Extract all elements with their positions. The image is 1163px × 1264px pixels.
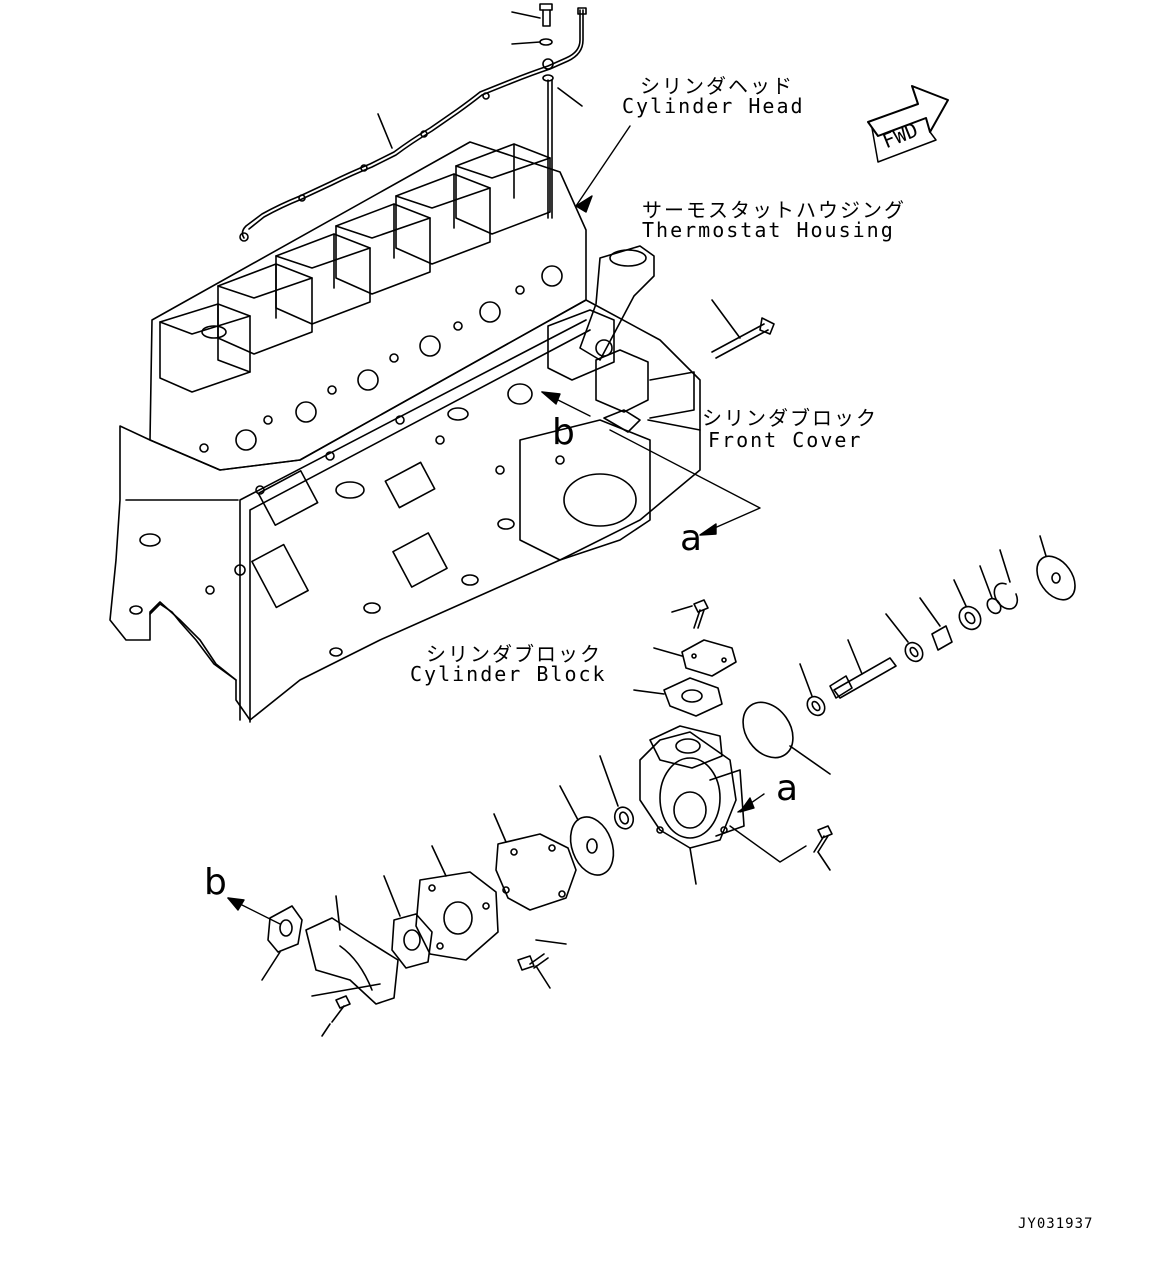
pulley-hub xyxy=(1036,535,1076,601)
thermostat-housing-label-jp: サーモスタットハウジング xyxy=(642,198,906,222)
cylinder-head xyxy=(149,141,587,471)
back-plate xyxy=(493,813,577,911)
pump-shaft-seal xyxy=(799,663,826,717)
top-bolt xyxy=(511,3,553,27)
pump-housing xyxy=(639,725,745,885)
top-washer xyxy=(511,38,553,46)
thermostat-housing-label-en: Thermostat Housing xyxy=(642,218,895,242)
o-ring xyxy=(742,701,831,775)
elbow-bolts xyxy=(311,983,381,1037)
reference-b-elbow: b xyxy=(204,862,227,903)
rocker-housing xyxy=(335,203,431,295)
front-cover-leader xyxy=(647,419,701,431)
cylinder-block-label-en: Cylinder Block xyxy=(410,662,607,686)
reference-b-top: b xyxy=(552,412,575,453)
gasket-plate xyxy=(633,677,723,717)
rocker-housing xyxy=(455,143,551,235)
front-cover-label-jp: シリンダブロック xyxy=(702,406,878,430)
cylinder-head-label-en: Cylinder Head xyxy=(622,94,805,118)
front-cover xyxy=(595,349,649,433)
reference-a-top: a xyxy=(680,518,703,559)
cylinder-head-label-jp: シリンダヘッド xyxy=(640,74,794,98)
impeller-seal xyxy=(599,755,635,830)
front-cover-label-en: Front Cover xyxy=(708,428,863,452)
bearing-2 xyxy=(953,579,982,631)
head-ports xyxy=(199,265,563,453)
pump-bolt-top xyxy=(671,599,709,629)
rocker-housing xyxy=(159,303,251,393)
thermostat-housing xyxy=(547,245,655,381)
tube-bolt xyxy=(542,74,583,219)
cover-plate xyxy=(653,639,737,677)
rocker-housing xyxy=(395,173,491,265)
oil-supply-tube xyxy=(239,7,587,242)
impeller xyxy=(559,785,615,876)
plate-bolts xyxy=(517,939,567,989)
elbow-gasket xyxy=(383,875,433,969)
bushing xyxy=(919,597,953,651)
pump-shaft xyxy=(829,639,897,699)
long-bolt xyxy=(711,299,775,359)
cylinder-block-label-jp: シリンダブロック xyxy=(426,642,602,666)
rocker-housing xyxy=(275,233,371,325)
cylinder-block xyxy=(109,299,701,723)
washer xyxy=(979,565,1002,615)
bearing-1 xyxy=(885,613,924,663)
leader-lines xyxy=(227,125,807,925)
inlet-gasket xyxy=(261,905,303,981)
water-elbow xyxy=(305,895,399,1005)
reference-a-pump: a xyxy=(776,768,799,809)
fwd-arrow: FWD xyxy=(867,85,949,163)
snap-ring xyxy=(993,549,1019,610)
drawing-code: JY031937 xyxy=(1018,1216,1094,1232)
pump-bolt-right xyxy=(813,825,833,871)
gasket xyxy=(415,845,499,961)
